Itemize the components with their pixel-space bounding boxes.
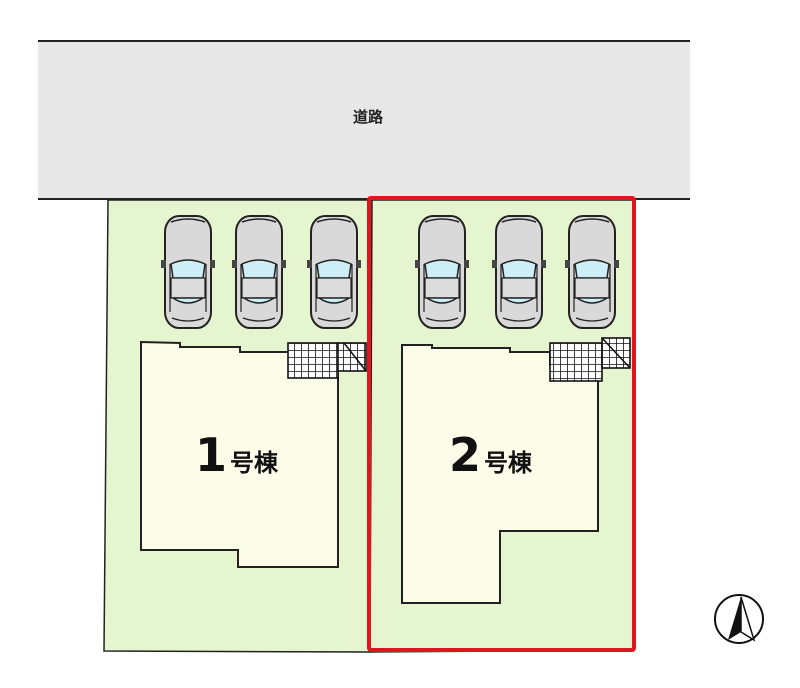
building-1-suffix: 号棟	[230, 449, 279, 477]
car-icon	[414, 215, 470, 329]
car-icon	[564, 215, 620, 329]
parking-lot-2	[414, 215, 620, 329]
car-icon	[491, 215, 547, 329]
selected-lot-highlight	[367, 196, 636, 652]
building-1-number: 1	[195, 428, 227, 482]
car-icon	[231, 215, 287, 329]
car-icon	[160, 215, 216, 329]
parking-lot-1	[160, 215, 362, 329]
building-2-number: 2	[449, 428, 481, 482]
deck-lot-2	[549, 337, 631, 382]
north-arrow-icon	[714, 594, 764, 644]
building-2-suffix: 号棟	[484, 449, 533, 477]
road: 道路	[38, 40, 690, 200]
car-icon	[306, 215, 362, 329]
deck-lot-1	[287, 342, 367, 379]
road-label: 道路	[353, 108, 384, 126]
